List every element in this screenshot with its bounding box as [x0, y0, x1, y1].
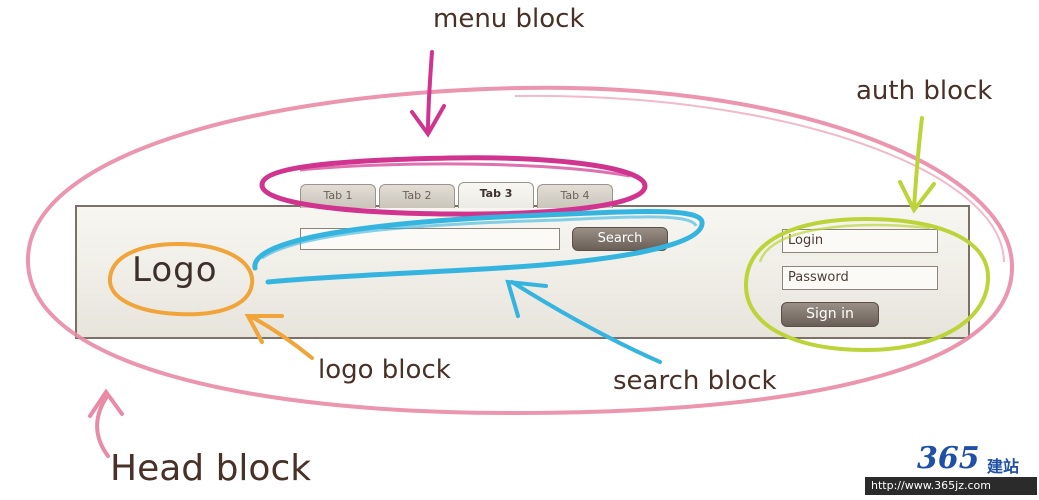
head-block-label: Head block	[110, 448, 312, 489]
watermark: 365 建站 http://www.365jz.com	[865, 441, 1037, 497]
menu-arrow-icon	[410, 50, 446, 138]
auth-block-label: auth block	[856, 76, 993, 106]
menu-block-label: menu block	[433, 4, 585, 34]
head-arrow-icon	[88, 388, 124, 458]
tab-4[interactable]: Tab 4	[537, 184, 613, 208]
logo: Logo	[132, 250, 218, 290]
tab-1[interactable]: Tab 1	[300, 184, 376, 208]
tab-2[interactable]: Tab 2	[379, 184, 455, 208]
tab-3[interactable]: Tab 3	[458, 182, 534, 208]
watermark-number: 365	[917, 441, 980, 476]
auth-arrow-icon	[898, 116, 936, 214]
search-button[interactable]: Search	[572, 227, 668, 251]
logo-block-label: logo block	[318, 355, 451, 385]
search-block-label: search block	[613, 366, 777, 396]
search-input[interactable]	[300, 228, 560, 250]
watermark-url: http://www.365jz.com	[865, 477, 1037, 495]
login-field[interactable]: Login	[782, 229, 938, 253]
sign-in-button[interactable]: Sign in	[781, 302, 879, 327]
watermark-site-name: 建站	[987, 457, 1020, 476]
password-field[interactable]: Password	[782, 266, 938, 290]
